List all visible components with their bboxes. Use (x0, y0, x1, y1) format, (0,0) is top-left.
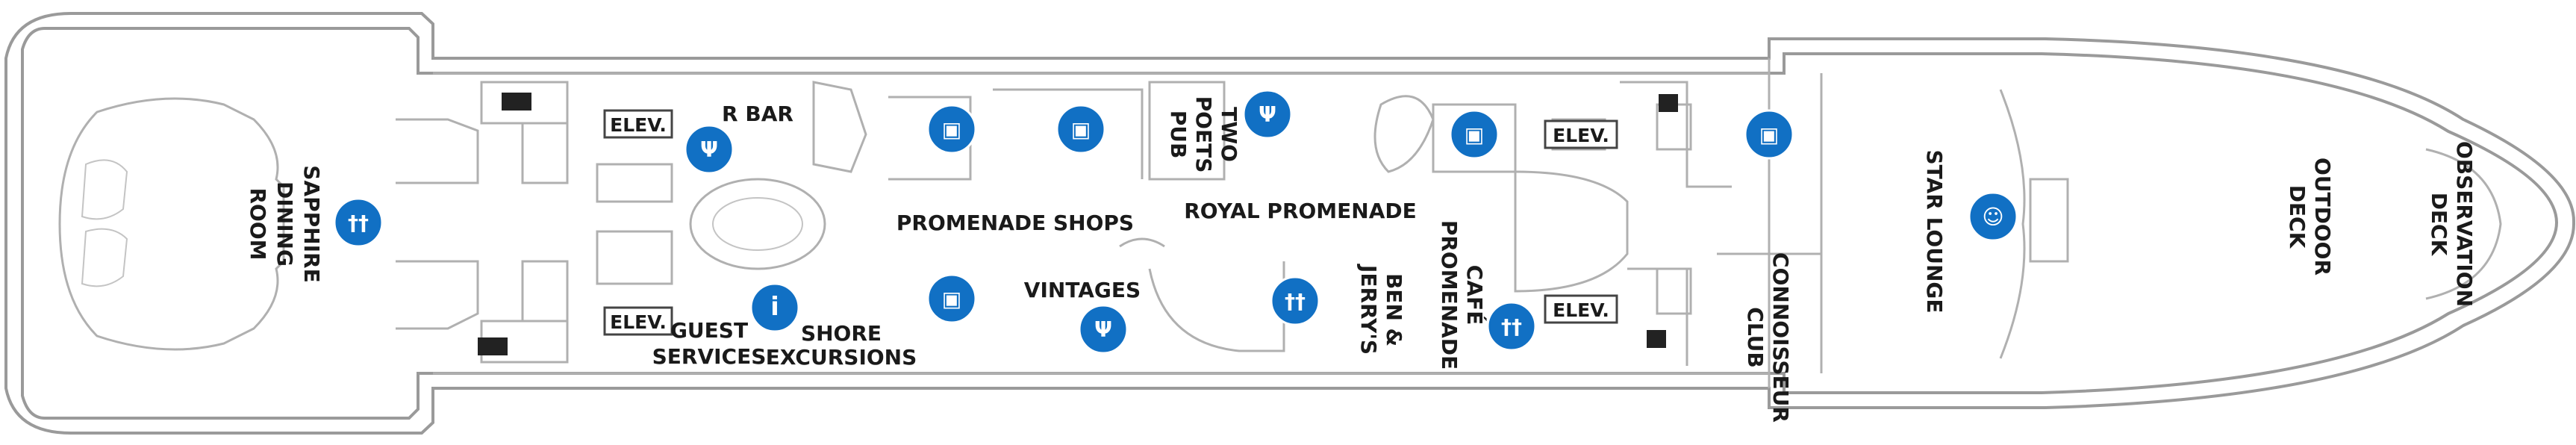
connoisseur-club-label: CONNOISSEUR CLUB (1743, 252, 1793, 423)
ben-jerrys-label: BEN & JERRY'S (1356, 264, 1406, 355)
svg-text:CAFÉ: CAFÉ (1462, 265, 1488, 325)
svg-text:POETS: POETS (1191, 96, 1216, 173)
promenade-shops-label: PROMENADE SHOPS (896, 211, 1134, 235)
svg-text:PROMENADE: PROMENADE (1437, 220, 1462, 370)
svg-text:EXCURSIONS: EXCURSIONS (766, 345, 917, 370)
svg-text:TWO: TWO (1217, 107, 1241, 162)
svg-text:GUEST: GUEST (670, 318, 748, 343)
shop-icon: ▣ (1055, 104, 1106, 155)
elevator-box (1544, 294, 1618, 324)
dining-icon: †† (1270, 276, 1320, 326)
icon-layer: †† Ψ ▣ ▣ Ψ ▣ ▣ i ▣ Ψ †† †† ☺ (333, 89, 2018, 355)
bar-icon: Ψ (684, 124, 735, 175)
two-poets-pub-label: TWO POETS PUB (1166, 96, 1241, 173)
observation-deck-label: OBSERVATION DECK (2427, 141, 2477, 307)
elevator-box (1544, 119, 1618, 149)
svg-text:▣: ▣ (942, 117, 961, 142)
cafe-promenade-label: CAFÉ PROMENADE (1437, 220, 1488, 370)
dining-icon: †† (333, 197, 384, 248)
elevators: ELEV. ELEV. ELEV. ELEV. (603, 109, 1618, 336)
svg-text:JERRY'S: JERRY'S (1356, 264, 1381, 355)
svg-text:Ψ: Ψ (700, 137, 718, 162)
svg-text:BEN &: BEN & (1382, 273, 1406, 346)
theater-icon: ☺ (1968, 191, 2018, 242)
svg-text:††: †† (1501, 314, 1522, 339)
shop-icon: ▣ (1744, 109, 1794, 160)
restroom-icon (1647, 330, 1666, 348)
restroom-icon (478, 337, 508, 355)
elevator-box (603, 109, 673, 139)
shop-icon: ▣ (1449, 109, 1500, 160)
svg-text:☺: ☺ (1982, 205, 2003, 229)
star-lounge-label: STAR LOUNGE (1922, 150, 1947, 314)
svg-text:Ψ: Ψ (1094, 317, 1112, 342)
elevator-label: ELEV. (1553, 299, 1609, 321)
svg-text:▣: ▣ (1759, 122, 1779, 147)
svg-text:Ψ: Ψ (1259, 102, 1276, 127)
dining-icon: †† (1486, 301, 1537, 352)
bar-icon: Ψ (1078, 304, 1129, 355)
svg-text:OUTDOOR: OUTDOOR (2310, 158, 2335, 276)
svg-text:††: †† (1285, 289, 1306, 314)
svg-text:ROOM: ROOM (246, 187, 270, 260)
svg-text:DECK: DECK (2427, 193, 2451, 257)
restroom-icon (502, 93, 531, 111)
elevator-label: ELEV. (610, 311, 667, 333)
restroom-icon (1659, 94, 1678, 112)
ship-hull (4, 12, 2576, 435)
svg-text:††: †† (348, 211, 369, 235)
svg-text:PUB: PUB (1166, 111, 1191, 159)
svg-text:CONNOISSEUR: CONNOISSEUR (1768, 252, 1793, 423)
shop-icon: ▣ (926, 104, 977, 155)
svg-text:DINING: DINING (272, 181, 297, 267)
svg-text:SHORE: SHORE (801, 321, 882, 346)
vintages-label: VINTAGES (1024, 278, 1141, 302)
svg-text:OBSERVATION: OBSERVATION (2452, 141, 2477, 307)
svg-text:DECK: DECK (2285, 185, 2310, 249)
venue-labels: SAPPHIRE DINING ROOM R BAR TWO POETS PUB… (246, 96, 2477, 423)
sapphire-dining-room-shape (58, 97, 285, 351)
restroom-markers (478, 93, 1678, 355)
svg-text:▣: ▣ (1465, 122, 1484, 147)
r-bar-label: R BAR (722, 102, 793, 126)
sapphire-dining-room-label: SAPPHIRE DINING ROOM (246, 165, 324, 282)
outdoor-deck-label: OUTDOOR DECK (2285, 158, 2335, 276)
shop-icon: ▣ (926, 273, 977, 324)
svg-text:CLUB: CLUB (1743, 307, 1768, 367)
info-icon: i (749, 282, 800, 333)
svg-text:▣: ▣ (1071, 117, 1091, 142)
guest-services-label: GUEST SERVICES (652, 318, 767, 369)
elevator-label: ELEV. (1553, 125, 1609, 146)
royal-promenade-label: ROYAL PROMENADE (1184, 199, 1417, 223)
interior-walls (396, 81, 2502, 373)
svg-text:i: i (770, 292, 779, 322)
svg-text:▣: ▣ (942, 287, 961, 311)
svg-text:SAPPHIRE: SAPPHIRE (299, 165, 324, 282)
elevator-box (603, 306, 673, 336)
shore-excursions-label: SHORE EXCURSIONS (766, 321, 917, 370)
svg-text:SERVICES: SERVICES (652, 344, 767, 369)
elevator-label: ELEV. (610, 114, 667, 136)
bar-icon: Ψ (1242, 89, 1293, 140)
